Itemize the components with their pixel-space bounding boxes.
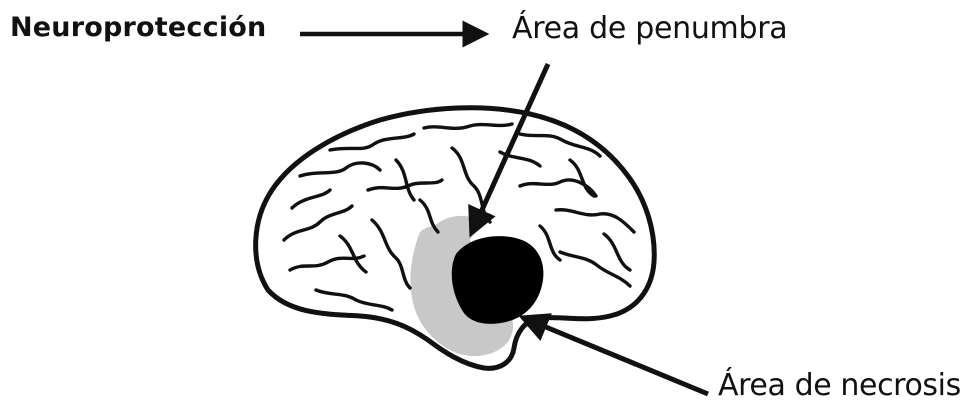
- label-area-necrosis: Área de necrosis: [718, 371, 961, 401]
- label-area-penumbra: Área de penumbra: [512, 14, 787, 44]
- label-neuroproteccion: Neuroprotección: [10, 14, 266, 41]
- arrow-necrosis: [524, 318, 708, 394]
